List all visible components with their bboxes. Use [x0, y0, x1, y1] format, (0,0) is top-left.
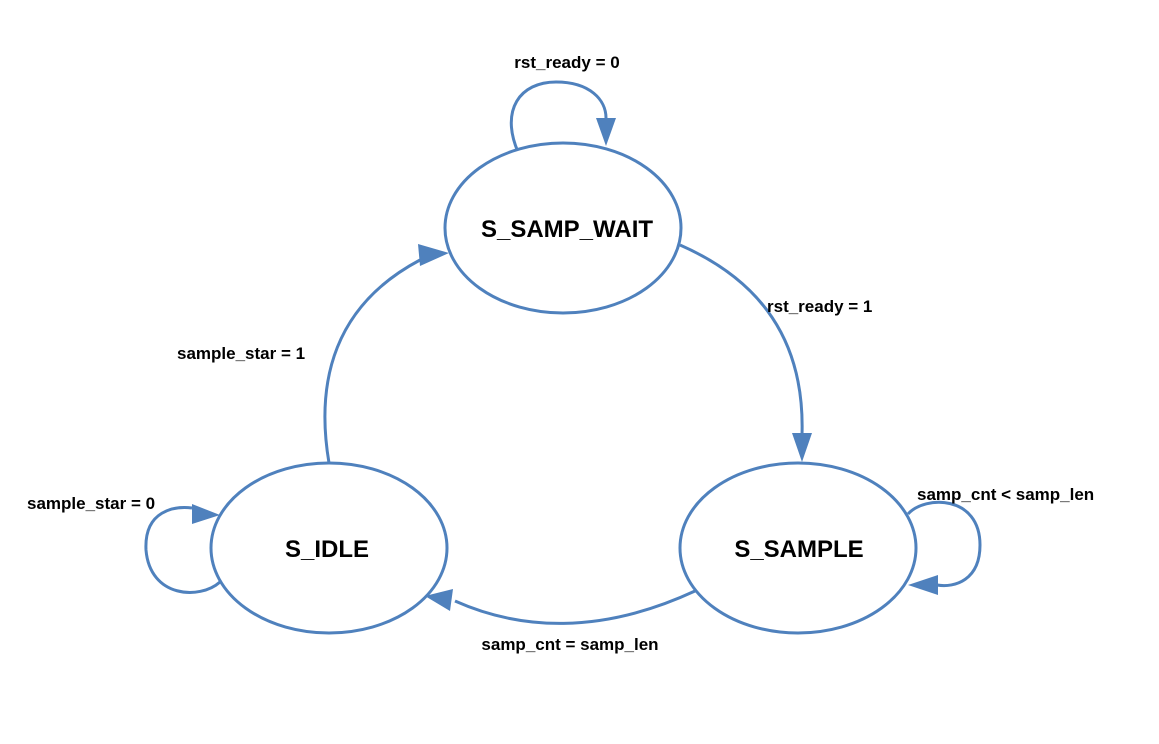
edge-samp-wait-self-loop [509, 80, 608, 153]
edge-label-sample-star-0: sample_star = 0 [27, 494, 155, 513]
edge-samp-wait-to-sample [679, 243, 804, 436]
state-s-idle[interactable]: S_IDLE [209, 461, 449, 635]
arrowhead-idle-self-loop [192, 504, 220, 524]
state-ellipse [443, 141, 683, 315]
arrowhead-sample-to-idle [425, 589, 453, 611]
arrowhead-samp-wait-to-sample [792, 433, 812, 462]
edge-sample-self-loop [906, 500, 982, 588]
edge-label-rst-ready-1: rst_ready = 1 [767, 297, 872, 316]
arrowhead-samp-wait-self-loop [596, 118, 616, 146]
state-label: S_SAMP_WAIT [481, 216, 653, 243]
edge-label-rst-ready-0: rst_ready = 0 [514, 53, 619, 72]
state-label: S_SAMPLE [734, 536, 863, 563]
arrowhead-idle-to-samp-wait [418, 244, 449, 266]
edge-label-sample-star-1: sample_star = 1 [177, 344, 305, 363]
edge-label-samp-cnt-lt-samp-len: samp_cnt < samp_len [917, 485, 1094, 504]
state-ellipse [678, 461, 918, 635]
edge-sample-to-idle [454, 589, 696, 625]
edge-label-samp-cnt-eq-samp-len: samp_cnt = samp_len [481, 635, 658, 654]
state-s-sample[interactable]: S_SAMPLE [678, 461, 918, 635]
edge-idle-self-loop [144, 506, 222, 594]
state-ellipse [209, 461, 449, 635]
arrowhead-sample-self-loop [908, 575, 938, 595]
edge-idle-to-samp-wait [323, 258, 421, 464]
state-label: S_IDLE [285, 536, 369, 563]
state-s-samp-wait[interactable]: S_SAMP_WAIT [443, 141, 683, 315]
